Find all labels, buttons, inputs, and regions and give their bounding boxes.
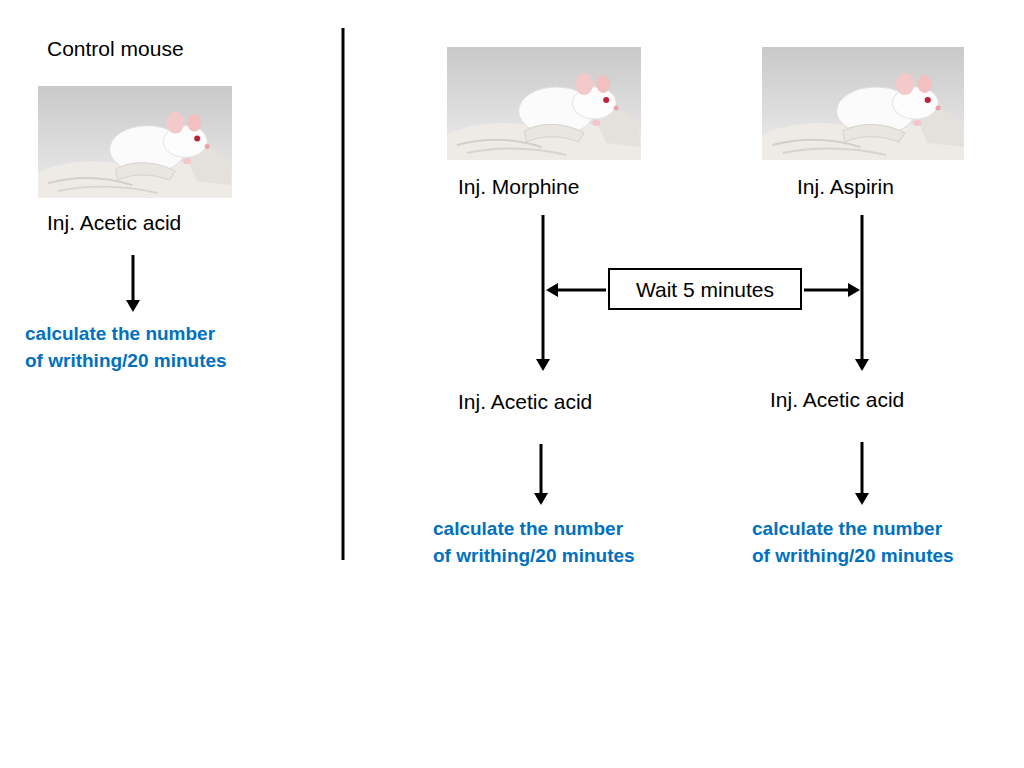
injection-step: Inj. Acetic acid [47, 210, 181, 235]
flow-arrow [540, 444, 543, 493]
flow-arrow [861, 215, 864, 359]
step-text: calculate the number of writhing/20 minu… [752, 515, 958, 569]
divider-line [342, 28, 345, 560]
step-text: Inj. Acetic acid [770, 387, 904, 412]
step-text: calculate the number of writhing/20 minu… [433, 515, 639, 569]
mouse-photo [38, 86, 232, 198]
measurement-step: calculate the number of writhing/20 minu… [433, 515, 639, 569]
injection-step: Inj. Aspirin [797, 174, 894, 199]
step-text: Inj. Morphine [458, 174, 579, 199]
mouse-photo [447, 47, 641, 160]
group-heading: Control mouse [47, 36, 184, 61]
flow-arrow [861, 442, 864, 493]
step-text: Inj. Acetic acid [458, 389, 592, 414]
measurement-step: calculate the number of writhing/20 minu… [25, 320, 231, 374]
wait-box: Wait 5 minutes [608, 268, 802, 310]
step-text: Inj. Aspirin [797, 174, 894, 199]
injection-step: Inj. Acetic acid [770, 387, 904, 412]
injection-step: Inj. Acetic acid [458, 389, 592, 414]
injection-step: Inj. Morphine [458, 174, 579, 199]
step-text: calculate the number of writhing/20 minu… [25, 320, 231, 374]
mouse-photo [762, 47, 964, 160]
step-text: Inj. Acetic acid [47, 210, 181, 235]
flow-arrow [542, 215, 545, 359]
wait-arrow [558, 289, 606, 292]
flow-arrow [132, 255, 135, 300]
wait-arrow [804, 289, 848, 292]
measurement-step: calculate the number of writhing/20 minu… [752, 515, 958, 569]
step-text: Wait 5 minutes [636, 277, 774, 302]
